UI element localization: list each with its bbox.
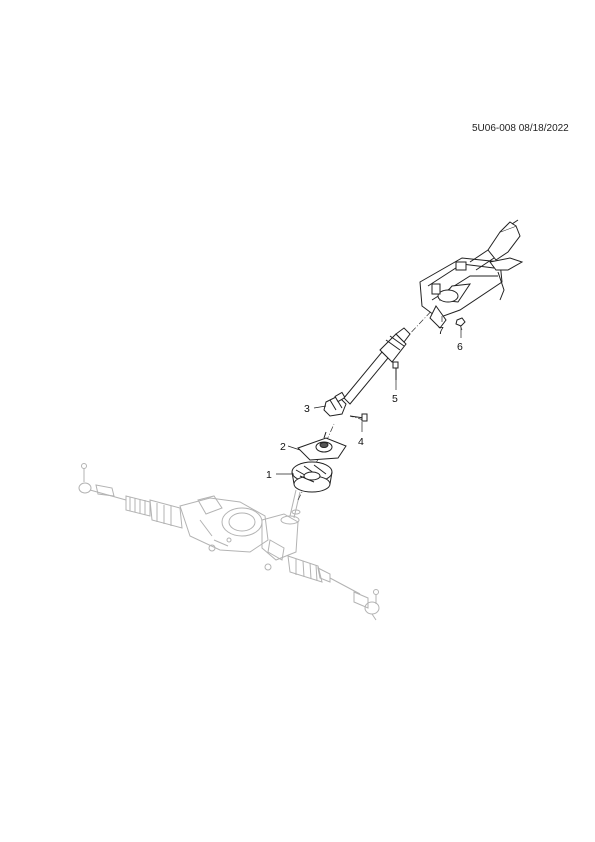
part-steering-column (419, 219, 524, 329)
part-nut (455, 317, 466, 327)
callout-2: 2 (280, 441, 286, 453)
part-boot-seal (291, 461, 333, 493)
part-universal-joint (323, 391, 347, 417)
callout-1: 1 (266, 469, 272, 481)
part-seal-plate (297, 431, 347, 461)
steering-rack-assembly (78, 463, 380, 621)
callout-3: 3 (304, 403, 310, 415)
callout-4: 4 (358, 436, 364, 448)
part-intermediate-shaft (343, 327, 411, 405)
callout-5: 5 (392, 393, 398, 405)
callout-7: 7 (438, 325, 444, 337)
diagram-code-date: 5U06-008 08/18/2022 (472, 123, 569, 134)
callout-6: 6 (457, 341, 463, 353)
leader-lines (276, 316, 462, 475)
part-pinch-bolt-upper (392, 361, 399, 380)
part-pinch-bolt-lower (349, 413, 368, 422)
